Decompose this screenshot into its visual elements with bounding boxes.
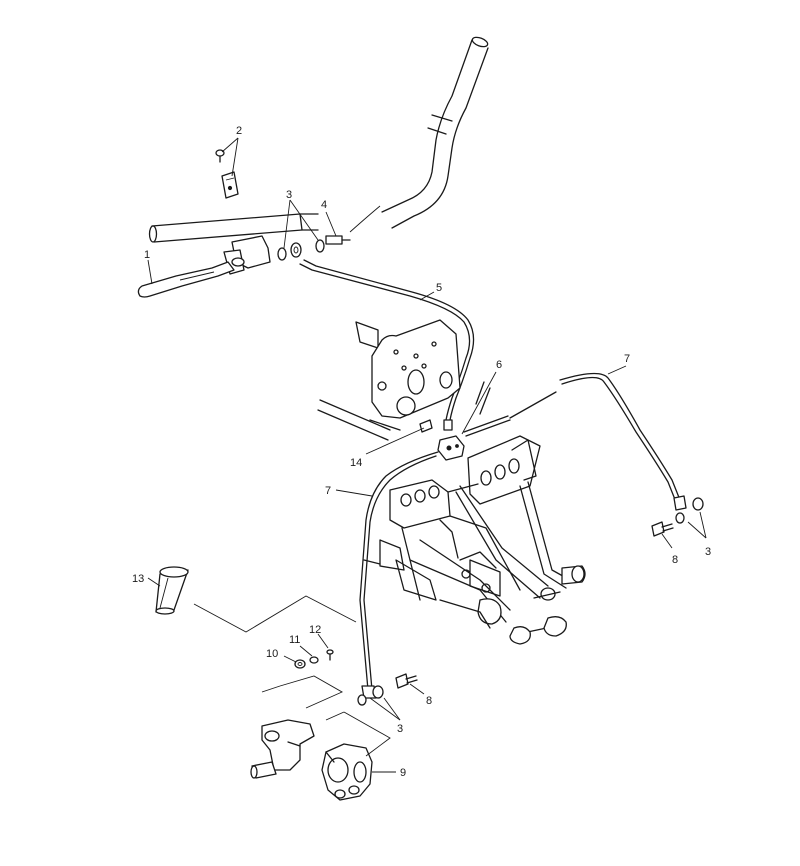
- brake-caliper: [321, 743, 373, 801]
- callout-3-top: 3: [286, 189, 292, 201]
- callout-13: 13: [132, 573, 144, 585]
- brake-line-left: [359, 451, 439, 699]
- callout-12: 12: [309, 624, 321, 636]
- callout-5: 5: [436, 282, 442, 294]
- brake-line-upper: [299, 259, 475, 431]
- callout-7-right: 7: [624, 353, 630, 365]
- callout-8-right: 8: [672, 554, 678, 566]
- frame-mounting-plate: [317, 319, 491, 441]
- callout-9: 9: [400, 767, 406, 779]
- callout-8-bottom: 8: [426, 695, 432, 707]
- leader-lines: [147, 137, 707, 773]
- callout-10: 10: [266, 648, 278, 660]
- callout-3-right: 3: [705, 546, 711, 558]
- callout-2: 2: [236, 125, 242, 137]
- washers-right: [675, 497, 704, 524]
- callout-14: 14: [350, 457, 362, 469]
- brake-lever-assembly: [137, 235, 271, 298]
- front-frame: [363, 435, 586, 645]
- washers-bottom: [357, 685, 384, 706]
- callout-11: 11: [289, 634, 300, 646]
- callout-6: 6: [496, 359, 502, 371]
- callout-7-left: 7: [325, 485, 331, 497]
- fitting-14: [419, 419, 433, 433]
- callout-4: 4: [321, 199, 327, 211]
- bolt-bottom: [395, 673, 418, 689]
- callout-3-bottom: 3: [397, 723, 403, 735]
- spindle: [250, 719, 315, 779]
- bolt-right: [651, 521, 674, 537]
- junction-block: [437, 435, 465, 461]
- callout-1: 1: [144, 249, 150, 261]
- clamp-bracket: [215, 149, 239, 199]
- brake-line-right: [463, 372, 687, 511]
- washers-top: [277, 239, 325, 261]
- washer-10: [294, 659, 306, 669]
- sleeve: [155, 566, 189, 615]
- screw-12: [326, 649, 334, 661]
- brake-switch: [325, 235, 351, 245]
- washer-11: [309, 656, 319, 664]
- handlebar: [148, 36, 489, 243]
